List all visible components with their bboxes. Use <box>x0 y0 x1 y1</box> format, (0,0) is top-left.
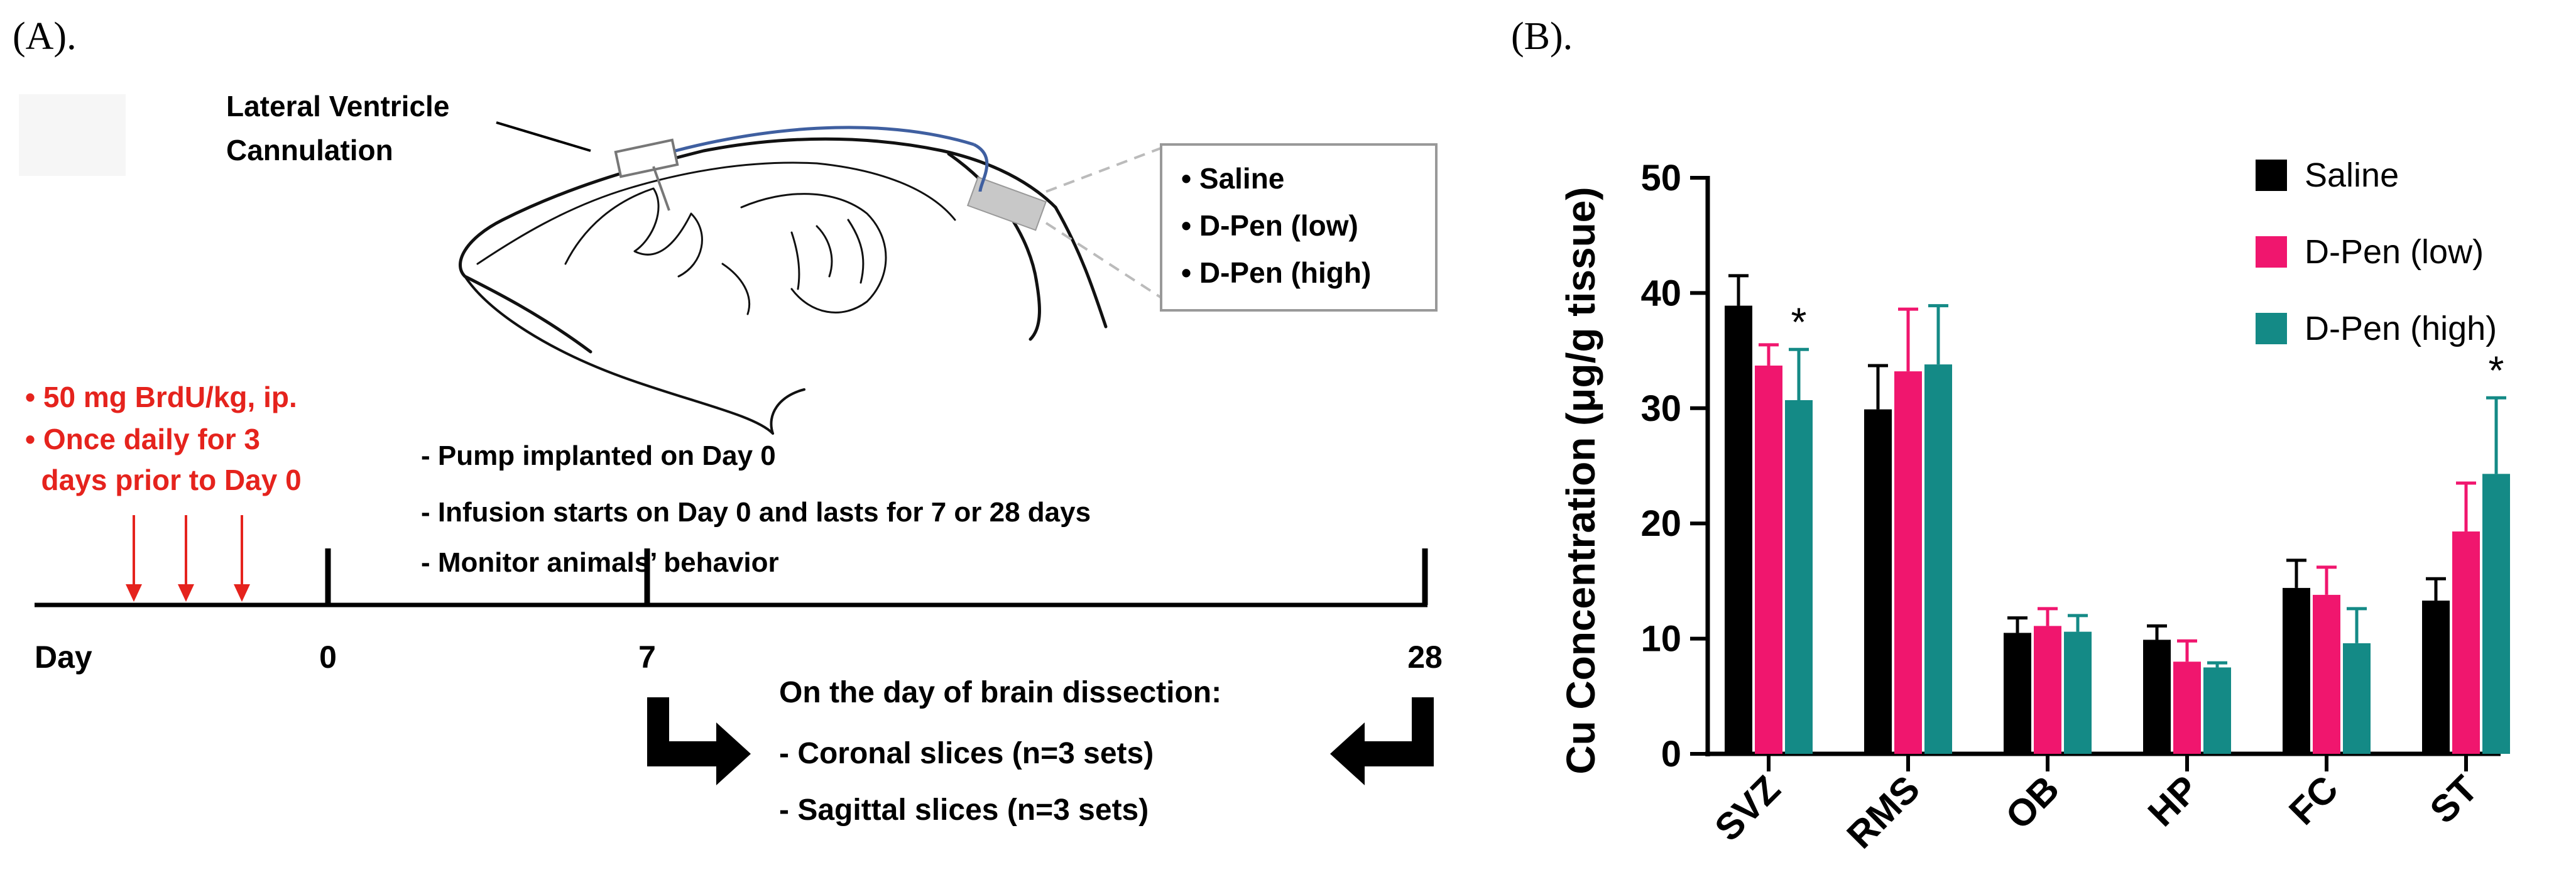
bar-d-pen-low- <box>2034 626 2061 754</box>
dissection-item: - Sagittal slices (n=3 sets) <box>779 793 1149 827</box>
x-tick-label: FC <box>2281 768 2346 833</box>
panel-b: (B). Cu Concentration (μg/g tissue) 0 10 2… <box>1511 15 2510 856</box>
bar-saline <box>2143 640 2171 754</box>
legend-swatch <box>2256 160 2287 191</box>
bar-saline <box>2422 601 2450 754</box>
cannulation-pointer <box>496 121 591 152</box>
significance-star: * <box>1791 299 1807 344</box>
x-tick-label: RMS <box>1839 768 1928 857</box>
procedure-note: - Monitor animals’ behavior <box>421 547 779 578</box>
significance-star: * <box>2489 347 2504 393</box>
group-item: • Saline <box>1181 162 1284 195</box>
infusion-tube <box>675 126 974 153</box>
bar-d-pen-low- <box>1894 371 1922 754</box>
y-tick-label: 40 <box>1640 273 1681 313</box>
bar-saline <box>1864 409 1892 754</box>
bar-d-pen-high- <box>2203 667 2231 754</box>
bar-d-pen-low- <box>2313 594 2340 754</box>
bar-d-pen-high- <box>2482 474 2510 754</box>
dissection-title: On the day of brain dissection: <box>779 676 1221 709</box>
y-tick-label: 30 <box>1640 388 1681 429</box>
procedure-note: - Infusion starts on Day 0 and lasts for… <box>421 497 1091 528</box>
cannulation-label-line1: Lateral Ventricle <box>226 90 449 122</box>
y-tick-label: 10 <box>1640 619 1681 660</box>
bar-d-pen-low- <box>2452 531 2480 754</box>
bar-d-pen-high- <box>2343 643 2371 754</box>
dissection-arrow-day28 <box>1330 697 1434 785</box>
brdu-line: days prior to Day 0 <box>25 464 302 496</box>
brdu-line: • 50 mg BrdU/kg, ip. <box>25 381 297 413</box>
y-tick-label: 50 <box>1640 158 1681 199</box>
bar-d-pen-high- <box>1785 400 1813 754</box>
x-tick-label: SVZ <box>1706 768 1788 849</box>
group-item: • D-Pen (high) <box>1181 256 1371 289</box>
rat-brain-sketch <box>459 137 1108 435</box>
legend-label: Saline <box>2305 156 2399 194</box>
panel-a-label: (A). <box>13 15 77 58</box>
bar-saline <box>2283 587 2310 754</box>
dissection-arrow-day7 <box>647 697 751 785</box>
groups-box <box>1160 143 1438 312</box>
bar-d-pen-high- <box>2064 631 2092 754</box>
x-tick-label: OB <box>1997 768 2067 837</box>
brdu-line: • Once daily for 3 <box>25 423 260 455</box>
brdu-injection-arrows <box>126 515 250 602</box>
bar-saline <box>2004 633 2031 754</box>
y-axis-label: Cu Concentration (μg/g tissue) <box>1558 187 1603 774</box>
timeline-tick-label: 7 <box>638 640 656 675</box>
legend-label: D-Pen (high) <box>2305 310 2497 347</box>
cannulation-label-line2: Cannulation <box>226 134 393 166</box>
y-tick-label: 0 <box>1661 734 1681 775</box>
timeline-tick-label: 0 <box>319 640 337 675</box>
y-tick-label: 20 <box>1640 503 1681 544</box>
x-tick-label: HP <box>2140 768 2207 834</box>
x-tick-label: ST <box>2422 768 2486 832</box>
callout-line-bottom <box>1045 222 1164 300</box>
cannula-needle <box>652 166 670 211</box>
legend-label: D-Pen (low) <box>2305 233 2484 271</box>
image-placeholder <box>19 94 126 176</box>
panel-b-label: (B). <box>1511 15 1573 58</box>
timeline-tick-label: 28 <box>1407 640 1443 675</box>
bar-d-pen-high- <box>1924 364 1952 754</box>
bar-d-pen-low- <box>2173 662 2201 754</box>
bar-saline <box>1725 305 1752 754</box>
timeline-day-label: Day <box>35 640 92 675</box>
dissection-item: - Coronal slices (n=3 sets) <box>779 737 1154 770</box>
cannula-guide <box>614 138 679 178</box>
bar-d-pen-low- <box>1755 365 1782 754</box>
group-item: • D-Pen (low) <box>1181 209 1358 242</box>
legend-swatch <box>2256 236 2287 268</box>
tube-to-pump <box>973 143 989 192</box>
callout-line-top <box>1045 146 1163 193</box>
legend-swatch <box>2256 313 2287 344</box>
procedure-note: - Pump implanted on Day 0 <box>421 440 776 471</box>
panel-a: (A). Lateral Ventricle Cannulation <box>13 15 1443 827</box>
osmotic-pump <box>966 176 1047 231</box>
